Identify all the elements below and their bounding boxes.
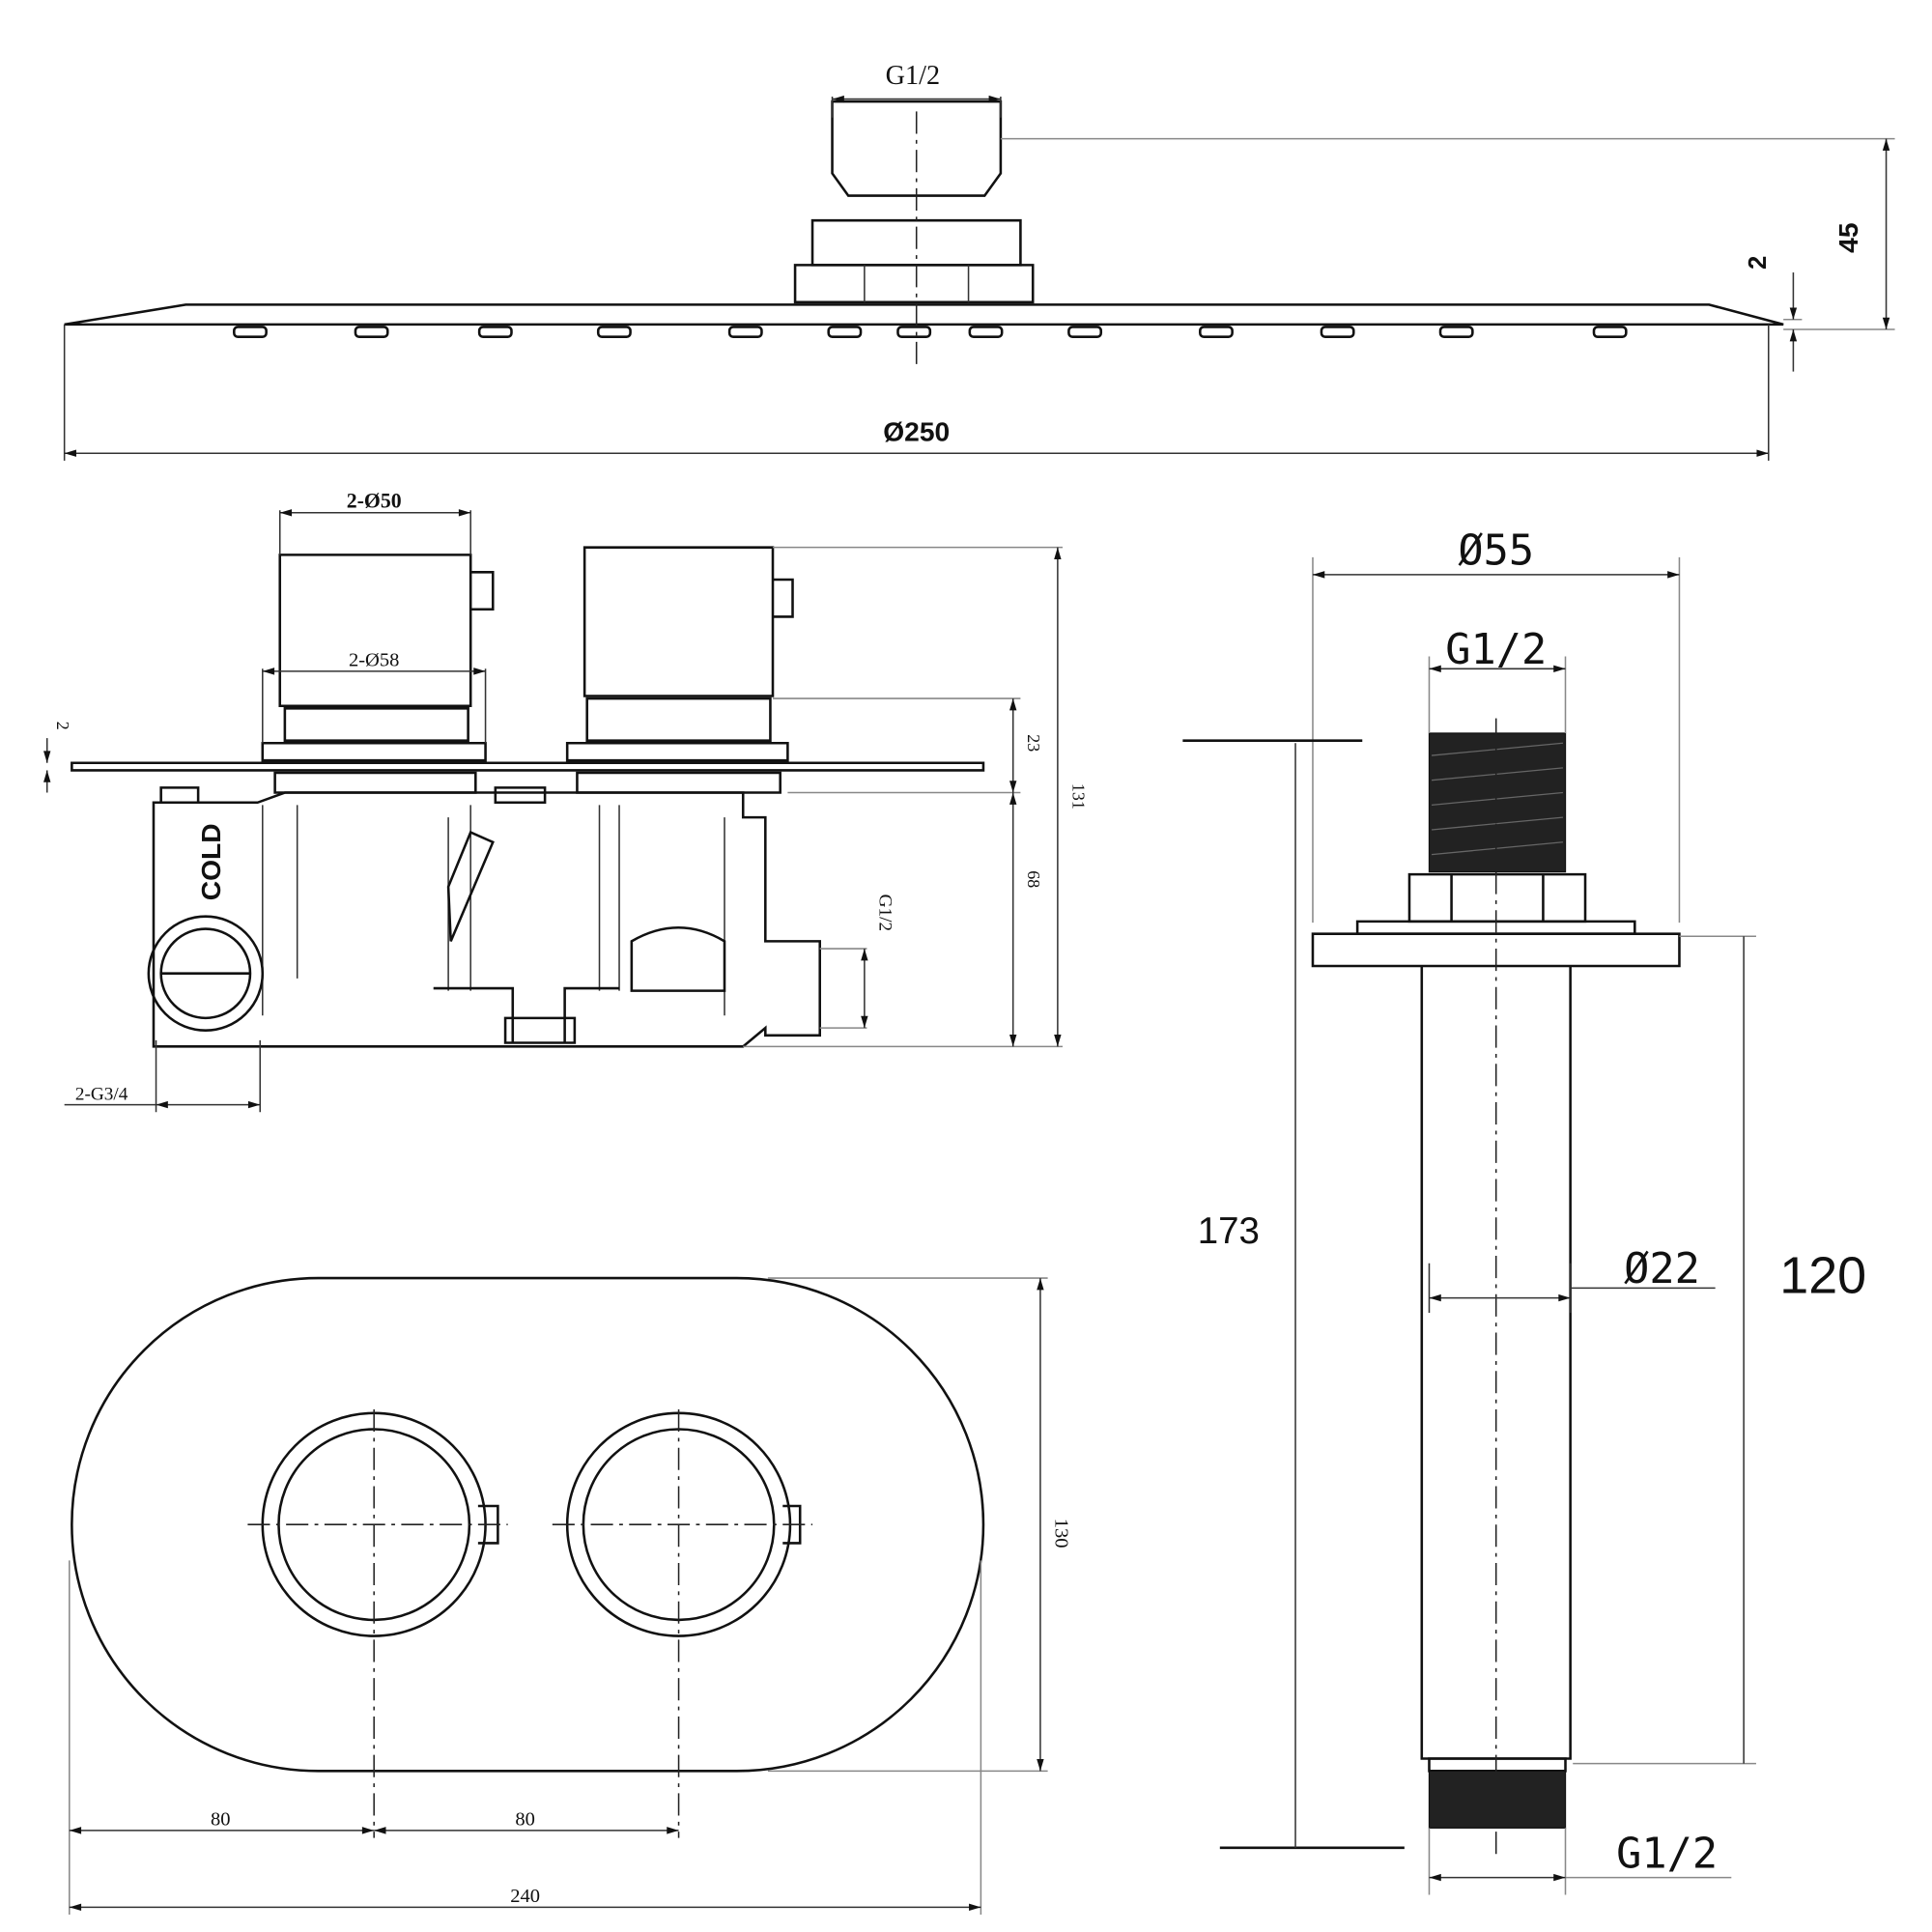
shower-head-view: G1/2 Ø250 45 2 xyxy=(63,61,1895,461)
width-label: 240 xyxy=(510,1886,540,1907)
nozzle xyxy=(233,326,268,338)
height-label: 130 xyxy=(1050,1519,1071,1548)
nozzle xyxy=(1067,326,1103,338)
plate-thickness-label: 2 xyxy=(1745,256,1772,270)
valve-front-view: 80 80 240 130 xyxy=(69,1276,1071,1916)
arm-tube-dia-label: Ø22 xyxy=(1624,1245,1700,1293)
nozzle xyxy=(354,326,389,338)
nozzle xyxy=(1438,326,1474,338)
nozzle xyxy=(1320,326,1355,338)
nozzle xyxy=(727,326,763,338)
body-depth-label: 68 xyxy=(1024,870,1043,888)
spacing-left-label: 80 xyxy=(211,1809,231,1831)
total-depth-label: 131 xyxy=(1068,783,1088,810)
head-height-label: 45 xyxy=(1833,222,1863,252)
nozzle xyxy=(1592,326,1628,338)
knob-height-label: 23 xyxy=(1024,734,1043,752)
knob-dia-label: 2-Ø50 xyxy=(347,490,402,513)
ceiling-arm-view: Ø55 G1/2 173 Ø22 120 G1/2 xyxy=(1182,527,1866,1895)
outlet-label: G1/2 xyxy=(874,895,895,931)
arm-flange-label: Ø55 xyxy=(1458,527,1534,576)
side-plate-label: 2 xyxy=(53,722,72,730)
nozzle xyxy=(1199,326,1234,338)
nozzle xyxy=(477,326,513,338)
arm-total-length-label: 173 xyxy=(1198,1210,1260,1252)
nozzle xyxy=(827,326,863,338)
arm-tube-length-label: 120 xyxy=(1779,1246,1866,1304)
valve-side-view: COLD 2-Ø50 2-Ø58 2 23 68 131 G1/2 2-G3/4 xyxy=(43,490,1088,1113)
nozzle xyxy=(968,326,1004,338)
cold-label: COLD xyxy=(195,823,226,900)
nozzle xyxy=(596,326,632,338)
flange-dia-label: 2-Ø58 xyxy=(349,650,399,671)
head-inlet-label: G1/2 xyxy=(886,61,940,91)
nozzle-row xyxy=(233,326,1628,338)
head-diameter-label: Ø250 xyxy=(883,415,950,446)
spacing-right-label: 80 xyxy=(515,1809,535,1831)
arm-bottom-thread-label: G1/2 xyxy=(1616,1830,1718,1878)
arm-top-thread-label: G1/2 xyxy=(1445,626,1547,674)
inlets-label: 2-G3/4 xyxy=(75,1084,128,1104)
nozzle xyxy=(896,326,932,338)
